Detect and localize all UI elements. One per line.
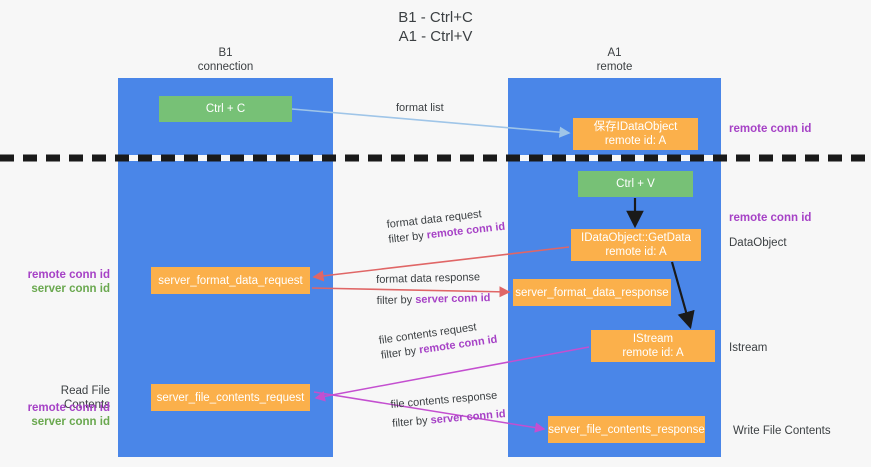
title-line-1: B1 - Ctrl+C: [398, 9, 473, 26]
node-istream[interactable]: IStream remote id: A: [591, 330, 715, 362]
node-ctrl-v[interactable]: Ctrl + V: [578, 171, 693, 197]
edge-label-format-data-response-line2: filter by server conn id: [377, 291, 491, 309]
node-getdata-line1: IDataObject::GetData: [581, 232, 691, 244]
annotation-left-server-conn-id-1: server conn id: [31, 283, 110, 295]
column-b1-name: B1: [218, 47, 233, 59]
filter-by-prefix: filter by: [391, 414, 432, 430]
column-a1-name: A1: [607, 47, 622, 59]
arrow-file-contents-response: [313, 391, 546, 433]
node-istream-line2: remote id: A: [622, 347, 684, 359]
node-server-file-contents-response[interactable]: server_file_contents_response: [548, 416, 705, 443]
node-server-format-data-request-label: server_format_data_request: [158, 274, 303, 287]
arrow-getdata-istream: [670, 261, 695, 330]
annotation-write-file-contents: Write File Contents: [733, 425, 831, 437]
annotation-istream: Istream: [729, 342, 768, 354]
annotation-dataobject: DataObject: [729, 237, 787, 249]
arrow-format-data-response: [311, 286, 511, 298]
node-server-format-data-response-label: server_format_data_response: [515, 286, 669, 299]
column-a1-sub: remote: [596, 61, 633, 73]
annotation-left-server-conn-id-2: server conn id: [31, 416, 110, 428]
arrow-file-contents-request: [314, 346, 590, 402]
annotation-remote-conn-id-top: remote conn id: [729, 123, 812, 135]
node-server-file-contents-request[interactable]: server_file_contents_request: [151, 384, 310, 411]
annotation-left-remote-conn-id-2: remote conn id: [27, 402, 110, 414]
edge-label-format-data-response-line1: format data response: [376, 271, 481, 286]
column-header-b1: B1 connection: [118, 46, 333, 74]
column-header-a1: A1 remote: [508, 46, 721, 74]
node-ctrl-v-label: Ctrl + V: [616, 178, 655, 190]
annotation-remote-conn-id-mid: remote conn id: [729, 212, 812, 224]
node-server-file-contents-request-label: server_file_contents_request: [156, 391, 305, 404]
node-server-format-data-request[interactable]: server_format_data_request: [151, 267, 310, 294]
annotation-left-conn-ids-2: remote conn id server conn id: [22, 401, 110, 429]
node-save-idataobject-line2: remote id: A: [604, 135, 667, 147]
node-server-file-contents-response-label: server_file_contents_response: [548, 423, 705, 436]
node-server-format-data-response[interactable]: server_format_data_response: [513, 279, 671, 306]
node-istream-line1: IStream: [632, 333, 674, 345]
lane-b1-lower: [118, 161, 333, 457]
node-getdata-line2: remote id: A: [605, 246, 667, 258]
title-line-2: A1 - Ctrl+V: [398, 28, 473, 45]
filter-by-prefix: filter by: [387, 229, 428, 246]
filter-by-prefix: filter by: [376, 293, 416, 307]
lane-a1-lower: [508, 161, 721, 457]
edge-label-format-list: format list: [396, 101, 444, 116]
filter-by-prefix: filter by: [380, 344, 421, 362]
annotation-left-remote-conn-id-1: remote conn id: [27, 269, 110, 281]
annotation-left-conn-ids-1: remote conn id server conn id: [22, 268, 110, 296]
page-title: B1 - Ctrl+C A1 - Ctrl+V: [0, 8, 871, 46]
edge-label-format-data-response: format data response filter by server co…: [376, 270, 491, 309]
node-save-idataobject-line1: 保存IDataObject: [593, 121, 678, 133]
node-ctrl-c-label: Ctrl + C: [205, 103, 246, 115]
node-idataobject-getdata[interactable]: IDataObject::GetData remote id: A: [571, 229, 701, 261]
annotation-read-file-contents: Read File Contents: [60, 385, 110, 411]
filter-by-highlight: server conn id: [415, 292, 491, 306]
arrow-format-list: [291, 108, 571, 138]
arrow-format-data-request: [312, 246, 570, 282]
node-save-idataobject[interactable]: 保存IDataObject remote id: A: [573, 118, 698, 150]
edge-label-format-list-text: format list: [396, 102, 444, 114]
node-ctrl-c[interactable]: Ctrl + C: [159, 96, 292, 122]
column-b1-sub: connection: [197, 61, 254, 73]
